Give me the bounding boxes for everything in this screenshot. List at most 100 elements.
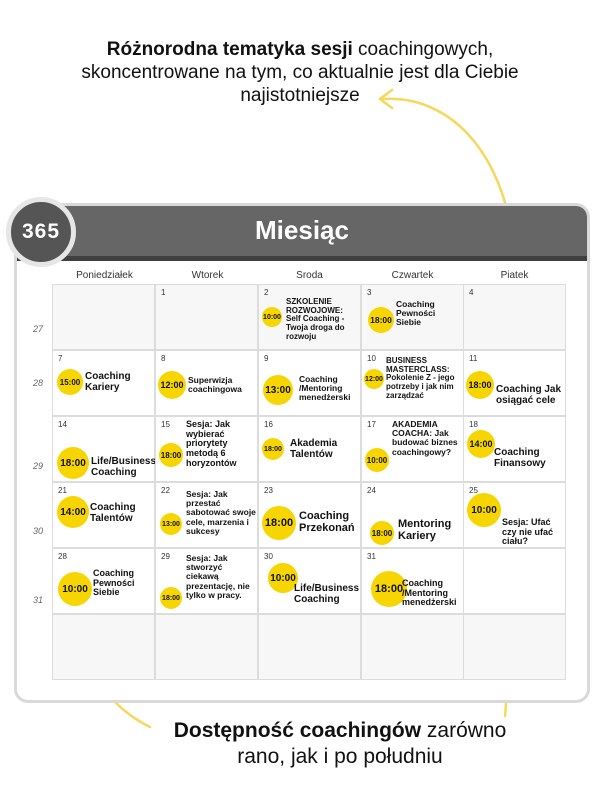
event-title[interactable]: Coaching Pewności Siebie xyxy=(93,568,135,598)
event-time-badge: 14:00 xyxy=(467,430,495,458)
day-number: 9 xyxy=(264,354,269,363)
day-header: Piatek xyxy=(500,270,529,281)
event-title[interactable]: Coaching Kariery xyxy=(85,371,131,393)
event-title[interactable]: Coaching Talentów xyxy=(90,502,136,524)
week-number: 29 xyxy=(33,461,44,471)
event-title[interactable]: Coaching Pewności Siebie xyxy=(396,299,436,328)
event-title[interactable]: Sesja: Jak przestać sabotować swoje cele… xyxy=(186,489,256,536)
caption-bottom-bold: Dostępność coachingów xyxy=(173,719,422,742)
day-number: 22 xyxy=(161,486,170,495)
calendar-day-cell[interactable] xyxy=(52,284,155,350)
event-time-badge: 10:00 xyxy=(268,563,298,593)
day-number: 25 xyxy=(469,486,478,495)
event-time-badge: 13:00 xyxy=(263,375,293,405)
day-number: 23 xyxy=(264,486,273,495)
event-title[interactable]: Superwizja coachingowa xyxy=(188,375,242,395)
calendar-day-cell[interactable]: 1 xyxy=(155,284,258,350)
event-title[interactable]: Coaching Jak osiągać cele xyxy=(496,384,562,406)
day-number: 4 xyxy=(469,288,474,297)
day-number: 1 xyxy=(161,288,166,297)
day-header: Czwartek xyxy=(391,270,434,281)
event-time-badge: 18:00 xyxy=(368,307,394,333)
day-number: 2 xyxy=(264,288,269,297)
calendar-day-cell[interactable] xyxy=(155,614,258,680)
week-number: 31 xyxy=(33,595,44,605)
event-title[interactable]: Life/Business Coaching xyxy=(91,456,157,478)
event-title[interactable]: Life/Business Coaching xyxy=(294,583,360,605)
calendar-day-cell[interactable] xyxy=(463,614,566,680)
calendar-day-cell[interactable]: 16 18:00 Akademia Talentów xyxy=(258,416,361,482)
day-number: 10 xyxy=(367,354,376,363)
day-number: 14 xyxy=(58,420,67,429)
event-time-badge: 18:00 xyxy=(160,587,182,609)
event-title[interactable]: Coaching /Mentoring menedżerski xyxy=(299,374,351,403)
event-time-badge: 13:00 xyxy=(160,513,182,535)
calendar-day-cell[interactable] xyxy=(258,614,361,680)
event-time-badge: 10:00 xyxy=(365,448,389,472)
day-number: 16 xyxy=(264,420,273,429)
day-number: 21 xyxy=(58,486,67,495)
event-time-badge: 18:00 xyxy=(371,571,407,607)
calendar-day-cell[interactable]: 4 xyxy=(463,284,566,350)
event-title[interactable]: Sesja: Jak stworzyć ciekawą prezentację,… xyxy=(186,553,250,600)
day-number: 15 xyxy=(161,420,170,429)
event-title[interactable]: Sesja: Jak wybierać priorytety metodą 6 … xyxy=(186,419,237,468)
event-title[interactable]: Akademia Talentów xyxy=(290,438,338,460)
caption-bottom-rest: zarówno xyxy=(421,719,507,742)
event-time-badge: 14:00 xyxy=(57,496,89,528)
event-time-badge: 18:00 xyxy=(159,443,183,467)
caption-top: Różnorodna tematyka sesji coachingowych,… xyxy=(20,38,580,107)
event-time-badge: 18:00 xyxy=(466,371,494,399)
event-title[interactable]: Sesja: Ufać czy nie ufać ciału? xyxy=(502,517,554,547)
calendar-day-cell[interactable] xyxy=(52,614,155,680)
day-number: 31 xyxy=(367,552,376,561)
event-time-badge: 12:00 xyxy=(364,369,384,389)
event-time-badge: 15:00 xyxy=(57,369,83,395)
event-title[interactable]: SZKOLENIE ROZWOJOWE: Self Coaching - Two… xyxy=(286,297,345,341)
event-time-badge: 18:00 xyxy=(262,438,284,460)
event-title[interactable]: BUSINESS MASTERCLASS: Pokolenie Z - jego… xyxy=(386,356,455,400)
week-number: 27 xyxy=(33,324,44,334)
event-time-badge: 18:00 xyxy=(262,506,296,540)
event-time-badge: 18:00 xyxy=(370,521,394,545)
event-time-badge: 12:00 xyxy=(158,371,186,399)
day-number: 30 xyxy=(264,552,273,561)
week-number: 28 xyxy=(33,378,44,388)
caption-top-rest: coachingowych, xyxy=(352,39,494,60)
event-title[interactable]: Mentoring Kariery xyxy=(398,518,452,542)
caption-top-bold: Różnorodna tematyka sesji xyxy=(106,39,353,60)
calendar-day-cell[interactable] xyxy=(361,614,464,680)
event-title[interactable]: AKADEMIA COACHA: Jak budować biznes coac… xyxy=(392,419,458,457)
calendar-day-cell[interactable] xyxy=(463,548,566,614)
week-number: 30 xyxy=(33,526,44,536)
event-title[interactable]: Coaching Finansowy xyxy=(494,447,546,469)
caption-top-line3: najistotniejsze xyxy=(240,85,360,106)
day-number: 29 xyxy=(161,552,170,561)
day-number: 18 xyxy=(469,420,478,429)
event-title[interactable]: Coaching Przekonań xyxy=(299,510,355,534)
event-time-badge: 18:00 xyxy=(57,447,89,479)
calendar-title: Miesiąc xyxy=(255,215,349,245)
event-title[interactable]: Coaching /Mentoring menedżerski xyxy=(402,578,457,608)
